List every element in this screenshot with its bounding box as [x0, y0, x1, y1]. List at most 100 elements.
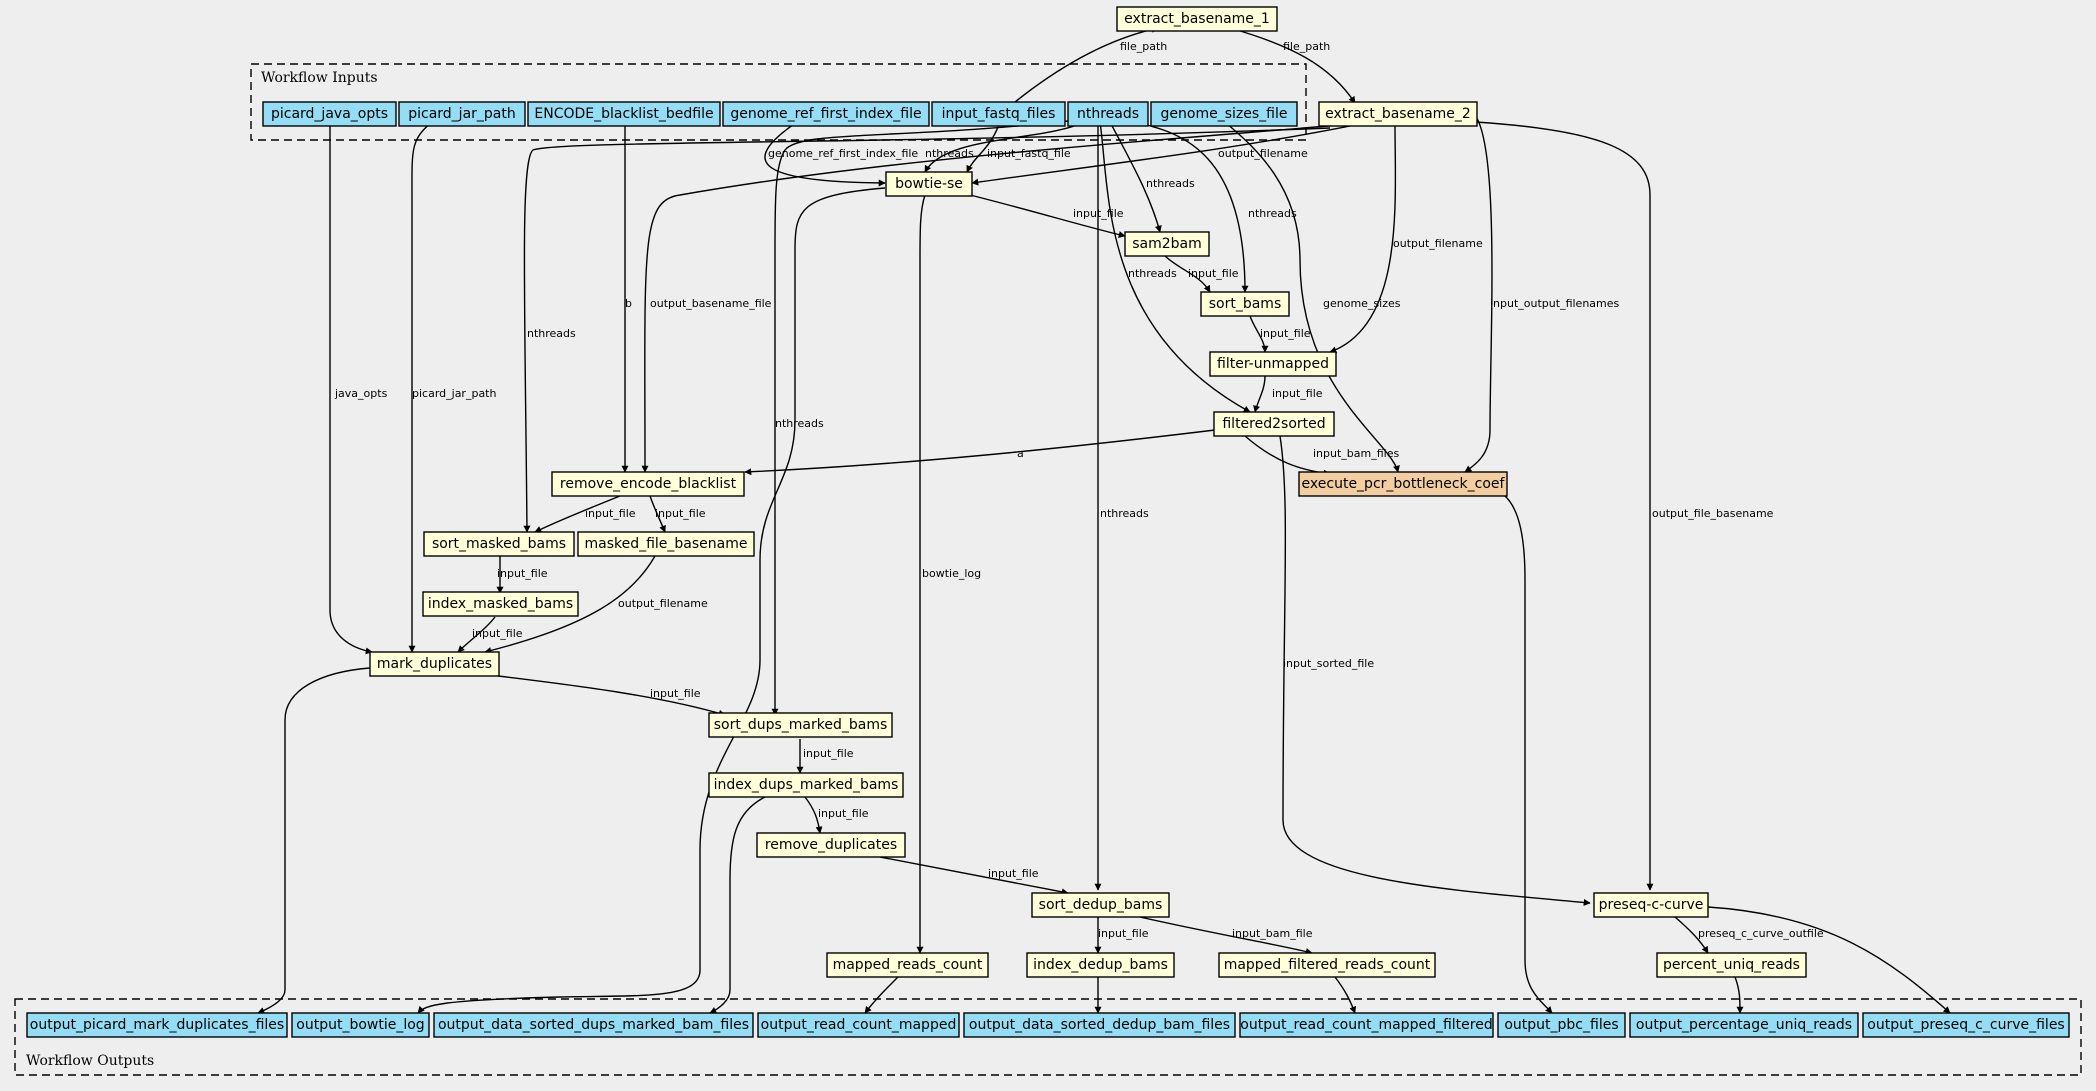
output-data-sorted-dups-marked-bam-files[interactable]: output_data_sorted_dups_marked_bam_files: [433, 1012, 754, 1038]
edge-label: file_path: [1120, 40, 1167, 53]
edge-sam2bam-to-sort-bams: [1164, 255, 1211, 293]
output-bowtie-log[interactable]: output_bowtie_log: [291, 1012, 430, 1038]
step-sort-dups-marked-bams[interactable]: sort_dups_marked_bams: [708, 712, 893, 738]
nodes: picard_java_opts picard_jar_path ENCODE_…: [26, 6, 2070, 1038]
step-index-masked-bams[interactable]: index_masked_bams: [422, 591, 579, 617]
edge-line: [497, 675, 726, 717]
input-genome-sizes-file[interactable]: genome_sizes_file: [1150, 101, 1298, 127]
edge-line: [1279, 435, 1591, 906]
node-label: output_read_count_mapped: [761, 1017, 957, 1033]
node-box: [826, 952, 989, 978]
output-pbc-files[interactable]: output_pbc_files: [1497, 1012, 1626, 1038]
step-sort-bams[interactable]: sort_bams: [1200, 291, 1290, 317]
edge-line: [1099, 121, 1251, 413]
edge-bowtie-to-mapped-reads-count: [916, 194, 926, 954]
edge-line: [484, 555, 656, 654]
step-percent-uniq-reads[interactable]: percent_uniq_reads: [1656, 952, 1807, 978]
input-fastq-files[interactable]: input_fastq_files: [931, 101, 1066, 127]
output-data-sorted-dedup-bam-files[interactable]: output_data_sorted_dedup_bam_files: [963, 1012, 1236, 1038]
edge-bowtie-to-output-bowtie-log: [417, 187, 886, 1014]
node-label: genome_ref_first_index_file: [730, 106, 921, 122]
edge-line: [1224, 121, 1400, 473]
edge-labels: file_path file_path output_filename geno…: [334, 40, 1824, 940]
step-index-dups-marked-bams[interactable]: index_dups_marked_bams: [708, 772, 904, 798]
edge-percent-uniq-to-output-percentage: [1734, 976, 1744, 1014]
step-extract-basename-1[interactable]: extract_basename_1: [1116, 6, 1278, 32]
node-box: [756, 832, 906, 858]
edge-line: [1334, 976, 1357, 1014]
edge-line: [709, 796, 766, 1014]
node-label: extract_basename_1: [1124, 11, 1270, 27]
step-mark-duplicates[interactable]: mark_duplicates: [369, 651, 500, 677]
step-remove-duplicates[interactable]: remove_duplicates: [756, 832, 906, 858]
edge-label: input_file: [472, 627, 523, 640]
node-box: [1200, 291, 1290, 317]
input-nthreads[interactable]: nthreads: [1067, 101, 1149, 127]
step-filtered2sorted[interactable]: filtered2sorted: [1213, 411, 1335, 437]
edge-jar-path-to-mark-dups: [408, 121, 433, 653]
input-picard-jar-path[interactable]: picard_jar_path: [398, 101, 526, 127]
edge-nthreads-to-sort-dups-marked: [771, 119, 1079, 716]
output-read-count-mapped-filtered[interactable]: output_read_count_mapped_filtered: [1239, 1012, 1494, 1038]
node-box: [433, 1012, 754, 1038]
step-bowtie-se[interactable]: bowtie-se: [885, 171, 973, 197]
edge-label: input_file: [1272, 387, 1323, 400]
step-index-dedup-bams[interactable]: index_dedup_bams: [1026, 952, 1175, 978]
step-masked-file-basename[interactable]: masked_file_basename: [577, 531, 755, 557]
node-label: remove_duplicates: [765, 837, 897, 853]
edge-line: [966, 121, 1001, 173]
input-genome-ref-first-index-file[interactable]: genome_ref_first_index_file: [722, 101, 930, 127]
step-sort-masked-bams[interactable]: sort_masked_bams: [423, 531, 575, 557]
step-filter-unmapped[interactable]: filter-unmapped: [1209, 351, 1337, 377]
step-mapped-filtered-reads-count[interactable]: mapped_filtered_reads_count: [1218, 952, 1436, 978]
output-percentage-uniq-reads[interactable]: output_percentage_uniq_reads: [1629, 1012, 1859, 1038]
node-label: output_pbc_files: [1504, 1017, 1618, 1033]
step-extract-basename-2[interactable]: extract_basename_2: [1318, 101, 1478, 127]
edge-line: [257, 667, 371, 1014]
edge-label: input_file: [1188, 267, 1239, 280]
step-sam2bam[interactable]: sam2bam: [1124, 231, 1210, 257]
input-picard-java-opts[interactable]: picard_java_opts: [262, 101, 397, 127]
edge-line: [744, 429, 1216, 476]
node-box: [757, 1012, 960, 1038]
edge-line: [1464, 114, 1493, 473]
edge-filter-unmapped-to-filtered2sorted: [1253, 375, 1266, 413]
edge-line: [1707, 906, 1951, 1014]
edge-index-dups-marked-to-remove-dups: [804, 796, 823, 834]
input-encode-blacklist-bedfile[interactable]: ENCODE_blacklist_bedfile: [527, 101, 721, 127]
edge-extract2-to-sort-masked: [523, 127, 1331, 533]
output-picard-mark-duplicates-files[interactable]: output_picard_mark_duplicates_files: [26, 1012, 288, 1038]
node-box: [1150, 101, 1298, 127]
edge-line: [879, 856, 1069, 896]
node-box: [262, 101, 397, 127]
step-remove-encode-blacklist[interactable]: remove_encode_blacklist: [551, 471, 745, 497]
edge-label: input_file: [585, 507, 636, 520]
edge-label: input_file: [818, 807, 869, 820]
node-label: sort_bams: [1209, 296, 1282, 312]
edge-line: [1164, 255, 1211, 293]
edge-line: [641, 124, 1341, 473]
edge-remove-blacklist-to-sort-masked: [534, 495, 621, 533]
output-read-count-mapped[interactable]: output_read_count_mapped: [757, 1012, 960, 1038]
node-label: picard_jar_path: [408, 106, 516, 122]
step-execute-pcr-bottleneck-coef[interactable]: execute_pcr_bottleneck_coef: [1298, 471, 1508, 497]
edge-mapped-filtered-to-output-count-filtered: [1334, 976, 1357, 1014]
step-mapped-reads-count[interactable]: mapped_reads_count: [826, 952, 989, 978]
node-box: [1239, 1012, 1494, 1038]
node-label: preseq-c-curve: [1599, 897, 1704, 913]
edge-input-fastq-to-extract1: [1014, 25, 1159, 103]
node-box: [1124, 231, 1210, 257]
edge-label: bowtie_log: [922, 567, 981, 580]
edge-pcr-to-output-pbc: [1504, 495, 1553, 1014]
edge-sort-dedup-to-mapped-filtered: [1139, 916, 1313, 955]
node-box: [26, 1012, 288, 1038]
output-preseq-c-curve-files[interactable]: output_preseq_c_curve_files: [1862, 1012, 2070, 1038]
edge-label: input_bam_file: [1232, 927, 1313, 940]
edge-label: nthreads: [1100, 507, 1149, 520]
node-box: [931, 101, 1066, 127]
edge-label: nthreads: [1248, 207, 1297, 220]
step-preseq-c-curve[interactable]: preseq-c-curve: [1593, 892, 1709, 918]
edge-extract1-to-extract2: [1229, 27, 1356, 104]
node-box: [722, 101, 930, 127]
step-sort-dedup-bams[interactable]: sort_dedup_bams: [1031, 892, 1170, 918]
